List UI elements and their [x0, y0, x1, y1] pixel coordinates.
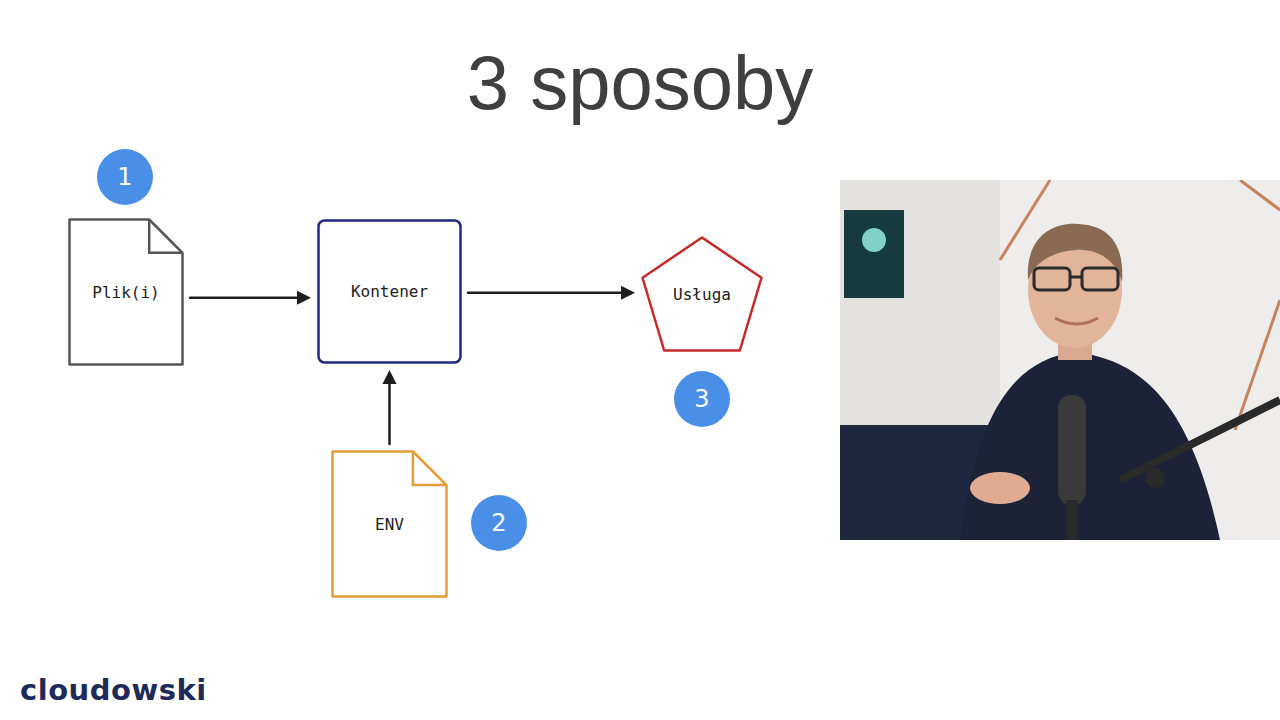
arrow-connector	[468, 286, 635, 300]
node-label: Usługa	[673, 285, 731, 304]
callout-number: 1	[97, 149, 153, 205]
env-document: ENV	[331, 450, 448, 598]
callout-number: 3	[674, 371, 730, 427]
diagram-title: 3 sposoby	[467, 39, 813, 126]
node-label: Plik(i)	[92, 283, 159, 302]
brand-logo: cloudowski	[20, 673, 207, 707]
callout-number: 2	[471, 495, 527, 551]
arrow-connector	[190, 291, 311, 305]
container-box: Kontener	[317, 219, 462, 364]
service-pentagon: Usługa	[641, 236, 763, 352]
file-document: Plik(i)	[68, 218, 184, 366]
node-label: ENV	[375, 515, 404, 534]
arrow-connector	[383, 370, 397, 444]
node-label: Kontener	[351, 282, 428, 301]
